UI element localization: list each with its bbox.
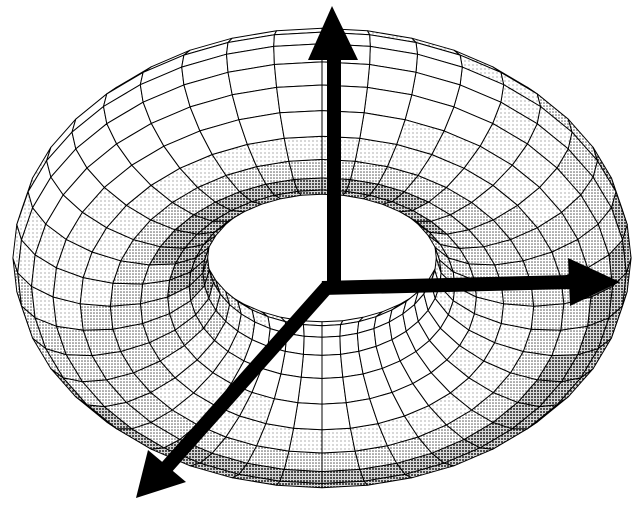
mesh-face bbox=[289, 159, 322, 179]
mesh-face bbox=[322, 377, 346, 404]
mesh-face bbox=[274, 62, 322, 88]
mesh-face bbox=[277, 85, 322, 113]
mesh-face bbox=[303, 336, 322, 355]
mesh-face bbox=[531, 304, 564, 330]
mesh-face bbox=[80, 304, 113, 330]
mesh-face bbox=[280, 111, 322, 139]
mesh-face bbox=[340, 333, 359, 354]
mesh-face bbox=[289, 428, 322, 453]
mesh-face bbox=[322, 403, 350, 430]
mesh-face bbox=[303, 325, 322, 338]
mesh-face bbox=[110, 283, 142, 306]
mesh-face bbox=[298, 377, 322, 404]
mesh-face bbox=[322, 336, 341, 355]
mesh-face bbox=[322, 325, 341, 338]
torus-mesh bbox=[13, 28, 631, 487]
mesh-face bbox=[322, 428, 355, 453]
mesh-face bbox=[322, 451, 360, 471]
mesh-face bbox=[284, 451, 322, 471]
mesh-face bbox=[284, 136, 322, 161]
mesh-face bbox=[322, 354, 343, 378]
mesh-face bbox=[294, 403, 322, 430]
mesh-face bbox=[294, 178, 322, 191]
mesh-face bbox=[301, 354, 322, 378]
